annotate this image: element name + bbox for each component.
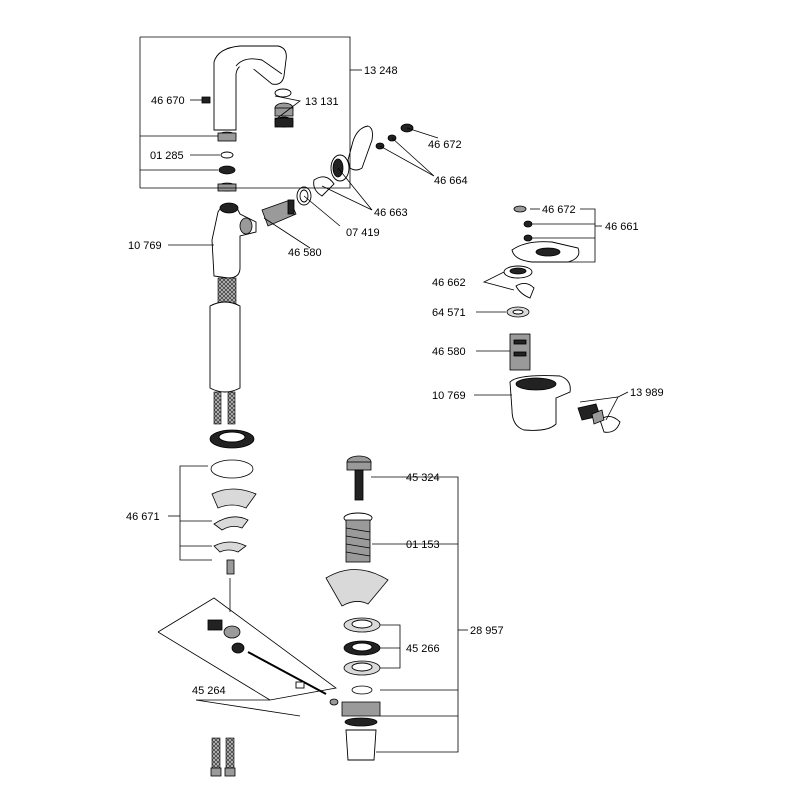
label-46664: 46 664 <box>434 175 468 187</box>
label-01153: 01 153 <box>406 539 440 551</box>
label-64571: 64 571 <box>432 307 466 319</box>
label-28957: 28 957 <box>470 625 504 637</box>
label-46662: 46 662 <box>432 277 466 289</box>
lever-handle-assembly <box>261 123 414 227</box>
label-46663: 46 663 <box>374 207 408 219</box>
label-46580-left: 46 580 <box>288 247 322 259</box>
label-45266: 45 266 <box>406 643 440 655</box>
pop-up-waste-assembly <box>325 455 389 761</box>
label-13248: 13 248 <box>364 65 398 77</box>
label-10769-right: 10 769 <box>432 390 466 402</box>
part-labels: 13 248 46 670 13 131 01 285 46 672 46 66… <box>126 65 664 697</box>
label-10769-left: 10 769 <box>128 240 162 252</box>
label-46661: 46 661 <box>605 221 639 233</box>
spout-assembly <box>201 45 294 192</box>
label-45324: 45 324 <box>406 472 440 484</box>
mixer-body-10769 <box>209 202 257 425</box>
label-45264: 45 264 <box>192 685 226 697</box>
bidet-mixer-assembly <box>503 205 621 433</box>
label-01285: 01 285 <box>150 150 184 162</box>
label-46672-right: 46 672 <box>542 204 576 216</box>
label-13989: 13 989 <box>630 387 664 399</box>
leader-lines <box>139 36 629 753</box>
mounting-kit-46671 <box>209 429 257 612</box>
label-46580-right: 46 580 <box>432 346 466 358</box>
label-46672-top: 46 672 <box>428 139 462 151</box>
label-07419: 07 419 <box>346 227 380 239</box>
pop-up-rod-kit-45264 <box>207 619 339 777</box>
label-46671: 46 671 <box>126 511 160 523</box>
label-46670: 46 670 <box>151 95 185 107</box>
label-13131: 13 131 <box>305 96 339 108</box>
